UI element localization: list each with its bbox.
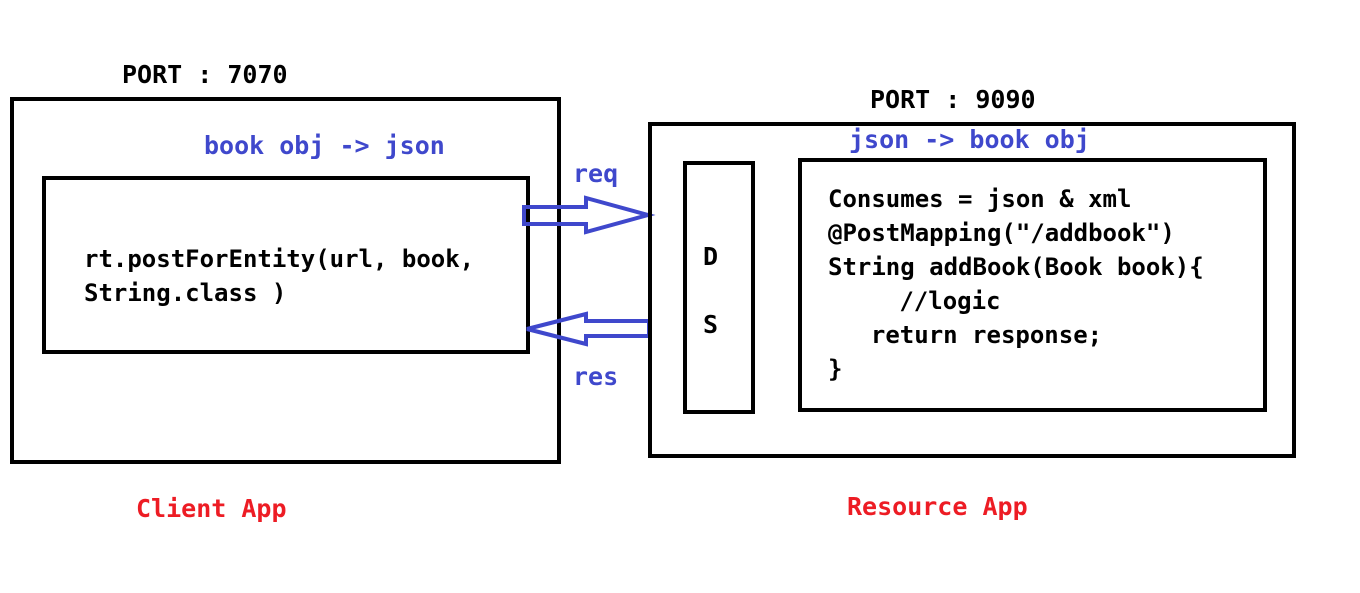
response-arrow bbox=[526, 311, 651, 347]
resource-code-line-4: //logic bbox=[856, 287, 1001, 315]
client-code-box bbox=[42, 176, 530, 354]
client-port-label: PORT : 7070 bbox=[122, 60, 288, 89]
request-arrow bbox=[522, 195, 656, 235]
client-code-line-2-close: ) bbox=[271, 279, 287, 307]
client-conversion-label: book obj -> json bbox=[204, 131, 445, 160]
client-code-line-2: String.class ) bbox=[84, 276, 474, 310]
resource-app-box bbox=[648, 122, 1296, 458]
dispatcher-letter-s: S bbox=[703, 310, 719, 339]
resource-code-line-3: String addBook(Book book){ bbox=[828, 253, 1204, 281]
client-app-box bbox=[10, 97, 561, 464]
request-label: req bbox=[573, 159, 619, 188]
resource-code-block: Consumes = json & xml @PostMapping("/add… bbox=[828, 182, 1204, 386]
client-code-block: rt.postForEntity(url, book, String.class… bbox=[84, 242, 474, 310]
resource-conversion-label: json -> book obj bbox=[849, 125, 1090, 154]
resource-code-line-6: } bbox=[828, 355, 843, 383]
response-label: res bbox=[573, 362, 619, 391]
client-app-label: Client App bbox=[136, 494, 287, 523]
dispatcher-servlet-box bbox=[683, 161, 755, 414]
resource-app-label: Resource App bbox=[847, 492, 1028, 521]
resource-code-line-5: return response; bbox=[842, 321, 1103, 349]
client-code-line-2-text: String.class bbox=[84, 279, 258, 307]
resource-port-label: PORT : 9090 bbox=[870, 85, 1036, 114]
resource-code-box bbox=[798, 158, 1267, 412]
dispatcher-letter-d: D bbox=[703, 242, 719, 271]
resource-code-line-2: @PostMapping("/addbook") bbox=[828, 219, 1175, 247]
client-code-line-1: rt.postForEntity(url, book, bbox=[84, 245, 475, 273]
resource-code-line-1: Consumes = json & xml bbox=[828, 185, 1132, 213]
